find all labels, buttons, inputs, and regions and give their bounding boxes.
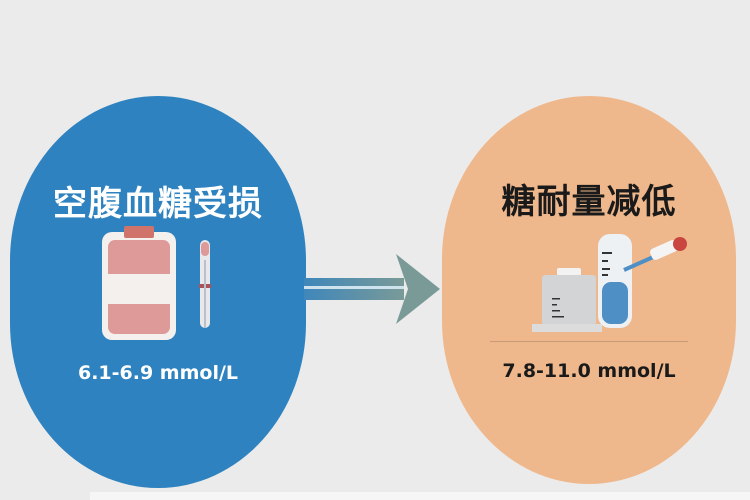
- bottom-strip: [90, 492, 750, 500]
- divider: [490, 341, 688, 342]
- panel-title: 糖耐量减低: [501, 182, 677, 222]
- arrow-right-icon: [304, 254, 440, 324]
- glucose-range: 6.1-6.9 mmol/L: [77, 362, 239, 384]
- bottle-icon: [102, 226, 176, 340]
- pipette-icon: [623, 237, 687, 272]
- test-tube-icon: [598, 234, 632, 328]
- glucose-range: 7.8-11.0 mmol/L: [502, 360, 676, 382]
- impaired-glucose-tolerance-panel: 糖耐量减低 7.8-11.0 mmol/L: [442, 96, 736, 484]
- beaker-icon: [532, 268, 602, 332]
- dropper-icon: [199, 240, 211, 328]
- panel-title: 空腹血糖受损: [53, 184, 263, 224]
- impaired-fasting-glucose-panel: 空腹血糖受损 6.1-6.9 mmol/L: [10, 96, 306, 488]
